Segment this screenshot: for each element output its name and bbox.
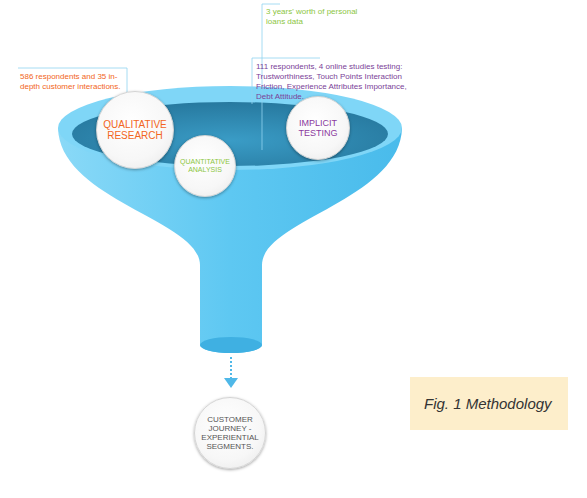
circle-label: QUALITATIVE RESEARCH	[97, 119, 173, 142]
leader-line	[18, 68, 127, 94]
annotation-text: 586 respondents and 35 in-depth customer…	[20, 72, 128, 92]
circle-text-group: CUSTOMER JOURNEY - EXPERIENTIAL SEGMENTS…	[197, 415, 263, 452]
circle-text-group: QUALITATIVE RESEARCH	[97, 119, 173, 142]
circle-text-group: IMPLICIT TESTING	[288, 118, 348, 139]
method-circle: CUSTOMER JOURNEY - EXPERIENTIAL SEGMENTS…	[194, 397, 266, 469]
method-circle: QUANTITATIVE ANALYSIS	[174, 135, 236, 197]
flow-arrow-shaft	[230, 357, 232, 378]
annotation-text: 3 years' worth of personal loans data	[266, 7, 376, 27]
circle-text-group: QUANTITATIVE ANALYSIS	[175, 158, 235, 174]
circle-label: CUSTOMER JOURNEY - EXPERIENTIAL SEGMENTS…	[197, 415, 263, 452]
funnel-body	[58, 128, 402, 353]
caption-box: Fig. 1 Methodology	[410, 377, 568, 430]
method-circle: IMPLICIT TESTING	[286, 96, 350, 160]
annotation-text: 111 respondents, 4 online studies testin…	[256, 62, 408, 102]
figure-caption: Fig. 1 Methodology	[424, 395, 552, 412]
flow-arrow-head	[224, 378, 238, 388]
circle-label: QUANTITATIVE ANALYSIS	[175, 158, 235, 174]
funnel-spout	[200, 337, 262, 353]
method-circle: QUALITATIVE RESEARCH	[96, 91, 174, 169]
circle-label: IMPLICIT TESTING	[288, 118, 348, 139]
